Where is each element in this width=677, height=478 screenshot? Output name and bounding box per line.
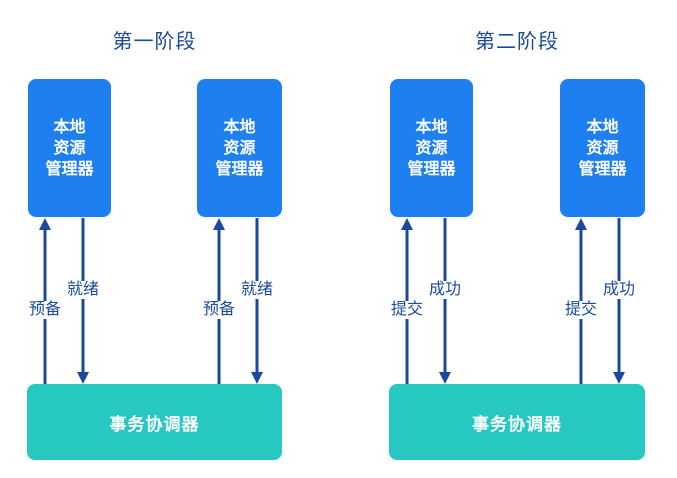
down-arrow [612,218,626,384]
phase-title: 第二阶段 [475,31,559,53]
down-arrow [250,218,264,384]
arrowhead-icon [401,218,413,230]
resource-manager-label-line: 资源 [53,139,86,157]
request-message-label: 预备 [200,301,238,319]
resource-manager-box: 本地 资源 管理器 [390,79,473,217]
transaction-coordinator-box: 事务协调器 [27,384,282,460]
resource-manager-label-line: 资源 [223,139,256,157]
arrowhead-icon [575,218,587,230]
arrowhead-icon [213,218,225,230]
transaction-coordinator-label: 事务协调器 [472,414,562,434]
arrowhead-icon [439,372,451,384]
resource-manager-label-line: 管理器 [215,160,264,178]
response-message-label: 成功 [426,281,464,299]
resource-manager-label-line: 管理器 [407,160,456,178]
resource-manager-label-line: 管理器 [578,160,627,178]
arrowhead-icon [39,218,51,230]
resource-manager-box: 本地 资源 管理器 [560,79,645,217]
arrowhead-icon [77,372,89,384]
down-arrow [438,218,452,384]
phase-title: 第一阶段 [112,31,197,53]
arrowhead-icon [251,372,263,384]
resource-manager-box: 本地 资源 管理器 [197,79,282,217]
resource-manager-label-line: 本地 [223,118,256,136]
resource-manager-label-line: 管理器 [45,160,94,178]
response-message-label: 就绪 [238,281,276,299]
request-message-label: 提交 [562,301,600,319]
response-message-label: 就绪 [64,281,102,299]
request-message-label: 提交 [388,301,426,319]
phase-section-1: 第一阶段 本地 资源 管理器 本地 资源 管理器 预备 就绪 预备 [26,0,282,478]
arrowhead-icon [613,372,625,384]
resource-manager-label-line: 本地 [586,118,619,136]
transaction-coordinator-box: 事务协调器 [389,384,645,460]
down-arrow [76,218,90,384]
transaction-coordinator-label: 事务协调器 [109,414,200,434]
resource-manager-label-line: 本地 [415,118,448,136]
request-message-label: 预备 [26,301,64,319]
resource-manager-label-line: 本地 [53,118,86,136]
resource-manager-label-line: 资源 [415,139,448,157]
resource-manager-label-line: 资源 [586,139,619,157]
phase-section-2: 第二阶段 本地 资源 管理器 本地 资源 管理器 提交 成功 提交 [388,0,645,478]
response-message-label: 成功 [600,281,638,299]
resource-manager-box: 本地 资源 管理器 [28,79,111,217]
